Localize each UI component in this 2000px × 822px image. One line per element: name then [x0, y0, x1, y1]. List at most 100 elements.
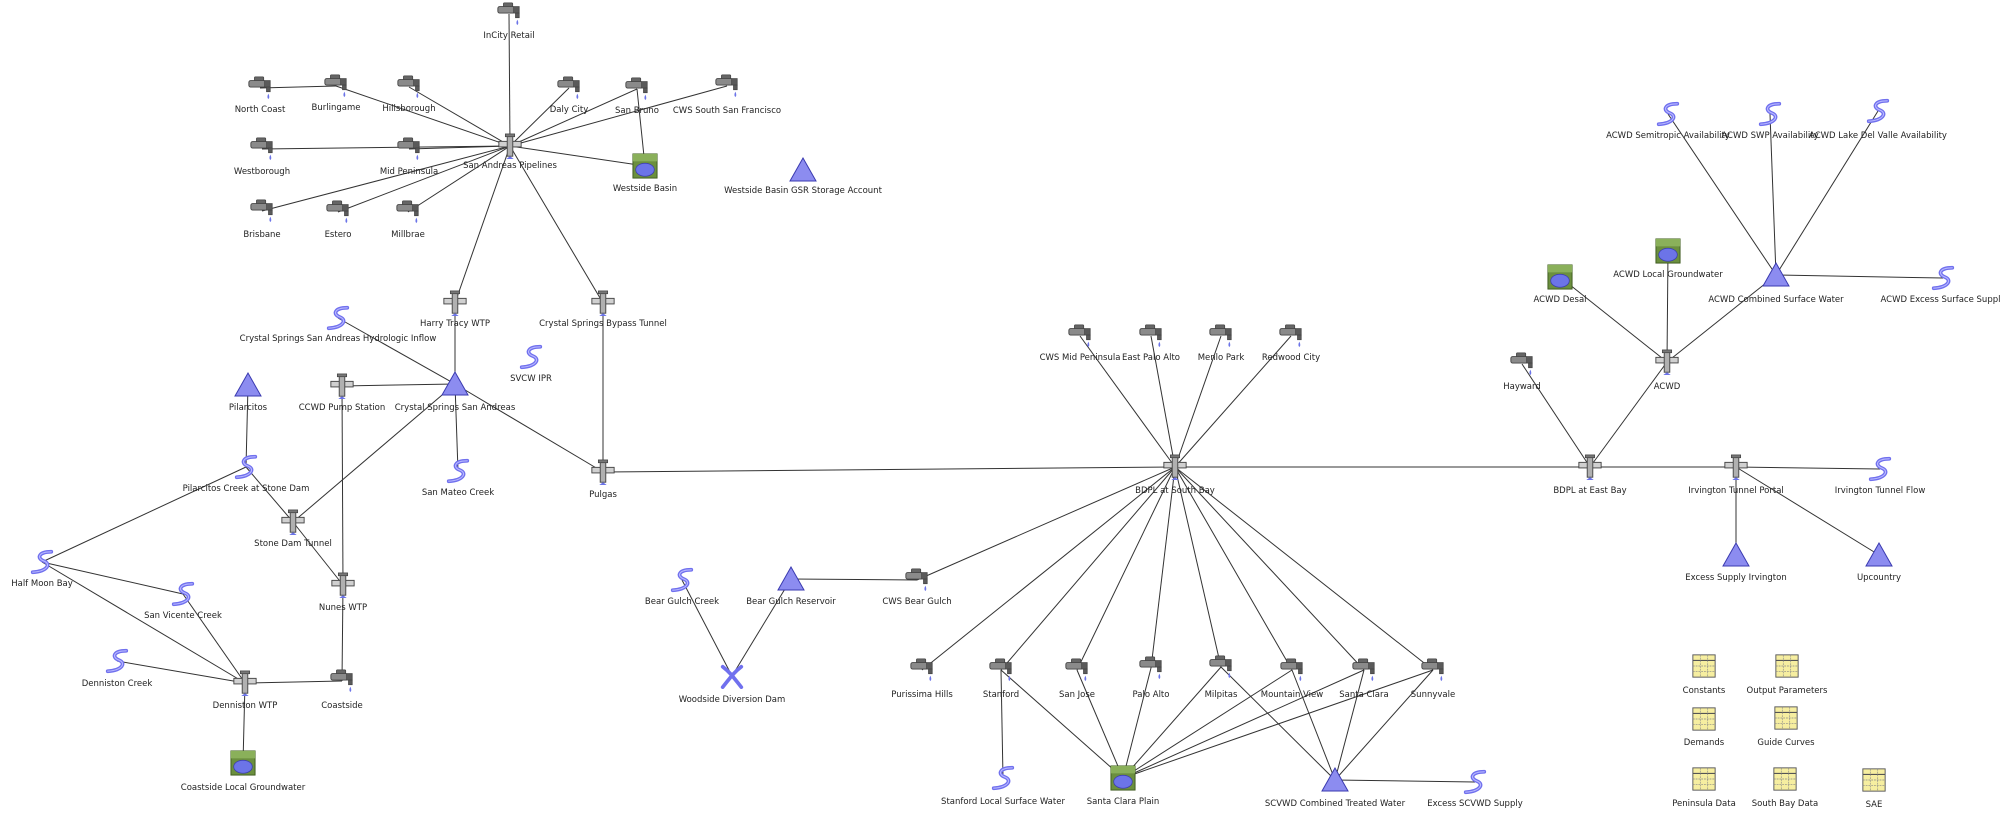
- link-bdplsouth-purissima[interactable]: [921, 466, 1176, 671]
- node-coastsidegw[interactable]: Coastside Local Groundwater: [181, 750, 306, 793]
- link-bdplsouth-sunnyvale[interactable]: [1174, 466, 1434, 671]
- node-bdplsouth[interactable]: BDPL at South Bay: [1135, 454, 1215, 496]
- link-stanford-stanfordlsw[interactable]: [1000, 669, 1004, 779]
- link-sap-cwsssf[interactable]: [509, 85, 728, 147]
- node-halfmoonbay[interactable]: Half Moon Bay: [11, 549, 73, 589]
- node-estero[interactable]: Estero: [325, 200, 352, 240]
- link-sanjose-santaclaraplain[interactable]: [1076, 669, 1124, 779]
- node-pulgas[interactable]: Pulgas: [589, 459, 617, 500]
- node-northcoast[interactable]: North Coast: [235, 76, 286, 115]
- link-bearguichcreek-woodside[interactable]: [681, 579, 733, 677]
- link-sap-estero[interactable]: [337, 145, 511, 213]
- node-acwdswp[interactable]: ACWD SWP Availability: [1721, 101, 1819, 141]
- node-constants[interactable]: Constants: [1683, 654, 1726, 696]
- link-sanbruno-westsidebasin[interactable]: [636, 88, 646, 167]
- node-cwsbear[interactable]: CWS Bear Gulch: [882, 568, 952, 607]
- node-nuneswtp[interactable]: Nunes WTP: [319, 572, 367, 613]
- node-stanfordlsw[interactable]: Stanford Local Surface Water: [941, 765, 1065, 807]
- node-menlopark[interactable]: Menlo Park: [1198, 324, 1245, 363]
- link-bdpleast-acwd[interactable]: [1589, 361, 1668, 468]
- link-ccwdpump-nuneswtp[interactable]: [341, 385, 344, 586]
- link-milpitas-scvwd[interactable]: [1220, 666, 1336, 781]
- node-irvingtonflow[interactable]: Irvington Tunnel Flow: [1835, 456, 1926, 496]
- node-dalycity[interactable]: Daly City: [550, 76, 589, 115]
- node-acwdexcess[interactable]: ACWD Excess Surface Supply: [1880, 265, 2000, 305]
- link-mountainview-santaclaraplain[interactable]: [1122, 669, 1293, 779]
- link-bdplsouth-mountainview[interactable]: [1174, 466, 1293, 671]
- link-halfmoonbay-sanvicente[interactable]: [41, 561, 184, 595]
- node-pilarcitoscreek[interactable]: Pilarcitos Creek at Stone Dam: [183, 454, 310, 494]
- link-acwd-acwdlocalgw[interactable]: [1666, 250, 1669, 363]
- node-paloalto[interactable]: Palo Alto: [1133, 656, 1170, 700]
- node-redwoodcity[interactable]: Redwood City: [1262, 324, 1320, 363]
- node-sunnyvale[interactable]: Sunnyvale: [1411, 658, 1455, 700]
- link-dennistonwtp-coastsidegw[interactable]: [242, 682, 246, 764]
- node-svcwipr[interactable]: SVCW IPR: [510, 344, 552, 384]
- node-sanvicente[interactable]: San Vicente Creek: [144, 581, 222, 621]
- link-scvwd-excessscvwd[interactable]: [1334, 779, 1476, 783]
- link-bdplsouth-eastpaloalto[interactable]: [1150, 335, 1176, 468]
- link-bdplsouth-paloalto[interactable]: [1150, 466, 1176, 669]
- link-cshydro-csa[interactable]: [337, 317, 456, 385]
- link-bearguichres-cwsbear[interactable]: [790, 578, 918, 581]
- node-cshydro[interactable]: Crystal Springs San Andreas Hydrologic I…: [240, 305, 437, 344]
- link-halfmoonbay-dennistonwtp[interactable]: [41, 561, 246, 684]
- link-stanford-santaclaraplain[interactable]: [1000, 669, 1124, 779]
- node-sap[interactable]: San Andreas Pipelines: [463, 133, 557, 171]
- link-paloalto-santaclaraplain[interactable]: [1122, 667, 1152, 779]
- node-mountainview[interactable]: Mountain View: [1261, 658, 1324, 700]
- link-bdplsouth-cwsmidpen[interactable]: [1079, 335, 1176, 468]
- node-csbypass[interactable]: Crystal Springs Bypass Tunnel: [539, 290, 667, 329]
- node-harrytracy[interactable]: Harry Tracy WTP: [420, 290, 490, 329]
- node-dennistonwtp[interactable]: Denniston WTP: [213, 670, 278, 711]
- node-santaclaraplain[interactable]: Santa Clara Plain: [1087, 765, 1160, 807]
- node-sanmateocreek[interactable]: San Mateo Creek: [422, 458, 494, 498]
- node-pilarcitos[interactable]: Pilarcitos: [229, 371, 268, 413]
- link-nuneswtp-coastside[interactable]: [341, 584, 344, 682]
- node-acwddesal[interactable]: ACWD Desal: [1533, 264, 1587, 305]
- node-westsidebasin[interactable]: Westside Basin: [613, 153, 677, 194]
- link-acwd-acwddesal[interactable]: [1559, 276, 1668, 363]
- node-sae[interactable]: SAE: [1862, 768, 1886, 810]
- link-irvingtonportal-irvingtonflow[interactable]: [1735, 466, 1881, 470]
- node-dennistoncreek[interactable]: Denniston Creek: [82, 648, 153, 689]
- node-bdpleast[interactable]: BDPL at East Bay: [1553, 454, 1627, 496]
- link-dennistoncreek-dennistonwtp[interactable]: [116, 660, 246, 684]
- node-brisbane[interactable]: Brisbane: [243, 199, 281, 240]
- node-excessscvwd[interactable]: Excess SCVWD Supply: [1427, 769, 1523, 809]
- node-outputparams[interactable]: Output Parameters: [1747, 654, 1828, 696]
- node-bearguichres[interactable]: Bear Gulch Reservoir: [746, 565, 836, 607]
- link-acwdcombined-acwdswp[interactable]: [1769, 113, 1777, 276]
- node-hayward[interactable]: Hayward: [1503, 352, 1541, 392]
- node-guidecurves[interactable]: Guide Curves: [1757, 706, 1815, 748]
- link-sap-midpeninsula[interactable]: [408, 145, 511, 150]
- link-bdplsouth-redwoodcity[interactable]: [1174, 335, 1292, 468]
- link-santaclara-santaclaraplain[interactable]: [1122, 669, 1365, 779]
- node-woodside[interactable]: Woodside Diversion Dam: [679, 664, 786, 705]
- link-acwdcombined-acwdsemitropic[interactable]: [1667, 113, 1777, 276]
- link-pilarcitos-pilarcitoscreek[interactable]: [245, 384, 249, 468]
- link-bdplsouth-milpitas[interactable]: [1174, 466, 1222, 668]
- node-sanbruno[interactable]: San Bruno: [615, 77, 659, 116]
- node-scvwd[interactable]: SCVWD Combined Treated Water: [1265, 766, 1406, 809]
- link-pilarcitoscreek-halfmoonbay[interactable]: [41, 466, 247, 563]
- link-mountainview-scvwd[interactable]: [1291, 669, 1336, 781]
- link-sap-westborough[interactable]: [261, 145, 511, 150]
- node-demands[interactable]: Demands: [1684, 707, 1725, 748]
- node-sanjose[interactable]: San Jose: [1059, 658, 1095, 700]
- link-sanvicente-dennistonwtp[interactable]: [182, 593, 246, 684]
- node-ccwdpump[interactable]: CCWD Pump Station: [299, 373, 385, 413]
- node-hillsborough[interactable]: Hillsborough: [382, 75, 436, 114]
- link-sap-incity[interactable]: [508, 13, 511, 147]
- link-sap-sanbruno[interactable]: [509, 88, 638, 147]
- node-bearguichcreek[interactable]: Bear Gulch Creek: [645, 567, 719, 607]
- link-acwdcombined-acwdlakedelvalle[interactable]: [1775, 110, 1879, 276]
- link-stonedam-nuneswtp[interactable]: [292, 521, 344, 586]
- link-bdplsouth-cwsbear[interactable]: [916, 466, 1176, 581]
- link-dennistonwtp-coastside[interactable]: [244, 680, 343, 684]
- node-acwdcombined[interactable]: ACWD Combined Surface Water: [1708, 261, 1844, 305]
- node-southbaydata[interactable]: South Bay Data: [1752, 767, 1818, 809]
- node-coastside[interactable]: Coastside: [321, 669, 363, 711]
- link-bdpleast-hayward[interactable]: [1521, 363, 1591, 468]
